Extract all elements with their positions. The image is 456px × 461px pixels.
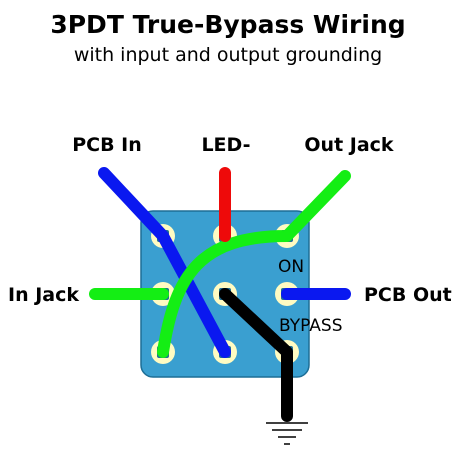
label-pcb-out: PCB Out <box>364 284 452 306</box>
label-led-minus: LED- <box>201 134 250 156</box>
diagram-subtitle: with input and output grounding <box>73 44 383 66</box>
wire-out-jack <box>157 170 351 358</box>
wire-pcb-in <box>98 167 231 358</box>
wire-ground <box>219 288 293 422</box>
ground-icon <box>266 422 308 445</box>
diagram-title: 3PDT True-Bypass Wiring <box>50 10 406 39</box>
label-in-jack: In Jack <box>8 284 79 306</box>
label-pcb-in: PCB In <box>72 134 142 156</box>
label-bypass-position: BYPASS <box>279 316 343 336</box>
label-out-jack: Out Jack <box>304 134 394 156</box>
label-on-position: ON <box>278 257 304 277</box>
